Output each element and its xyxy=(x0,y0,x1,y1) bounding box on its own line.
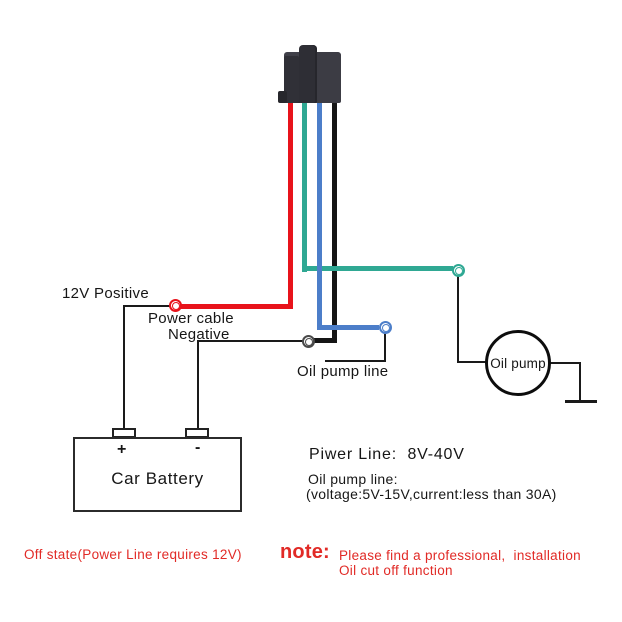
battery-plus-label: + xyxy=(117,441,127,458)
label-power-cable: Power cable xyxy=(148,310,234,327)
spec-oil-pump-detail: (voltage:5V-15V,current:less than 30A) xyxy=(306,486,557,502)
spec-oil-pump-title: Oil pump line: xyxy=(308,471,398,487)
label-oil-pump-line: Oil pump line xyxy=(297,363,389,380)
label-negative: Negative xyxy=(168,326,230,343)
oil-pump-label-line-v xyxy=(384,334,386,362)
pump-feed-line-v xyxy=(457,276,459,363)
oil-pump-text: Oil pump xyxy=(490,355,546,371)
relay-connector-right-segment xyxy=(315,52,341,103)
pump-ground-line-v xyxy=(579,362,581,401)
battery-name: Car Battery xyxy=(111,469,204,488)
positive-lead-line-h xyxy=(123,305,170,307)
blue-wire-vertical xyxy=(317,100,322,330)
red-wire-vertical xyxy=(288,100,293,309)
note-line2: Oil cut off function xyxy=(339,563,453,578)
pump-ground-line-h xyxy=(549,362,581,364)
red-wire-horizontal xyxy=(181,304,293,309)
relay-connector-left-segment xyxy=(284,56,299,103)
terminal-ring-black xyxy=(302,335,315,348)
relay-connector-clip-tab xyxy=(299,45,317,103)
positive-lead-line-v xyxy=(123,305,125,430)
negative-lead-line-h xyxy=(197,340,303,342)
oil-pump-circle: Oil pump xyxy=(485,330,551,396)
terminal-ring-red xyxy=(169,299,182,312)
green-wire-vertical xyxy=(302,100,307,272)
footer-off-state: Off state(Power Line requires 12V) xyxy=(24,547,242,562)
spec-power-line: Piwer Line: 8V-40V xyxy=(309,446,465,463)
note-label: note: xyxy=(280,541,330,563)
green-wire-horizontal xyxy=(302,266,453,271)
terminal-ring-blue xyxy=(379,321,392,334)
pump-feed-line-h xyxy=(457,361,487,363)
black-wire-vertical xyxy=(332,100,337,343)
car-battery-box: + - Car Battery xyxy=(73,437,242,512)
terminal-ring-green xyxy=(452,264,465,277)
relay-connector-notch xyxy=(278,91,287,103)
negative-lead-line-v xyxy=(197,340,199,430)
note-line1: Please find a professional, installation xyxy=(339,548,581,563)
ground-icon xyxy=(565,400,597,403)
label-12v-positive: 12V Positive xyxy=(62,285,149,302)
blue-wire-horizontal xyxy=(317,325,379,330)
black-wire-horizontal xyxy=(314,338,337,343)
oil-pump-label-line-h xyxy=(325,360,386,362)
battery-minus-label: - xyxy=(195,439,201,456)
